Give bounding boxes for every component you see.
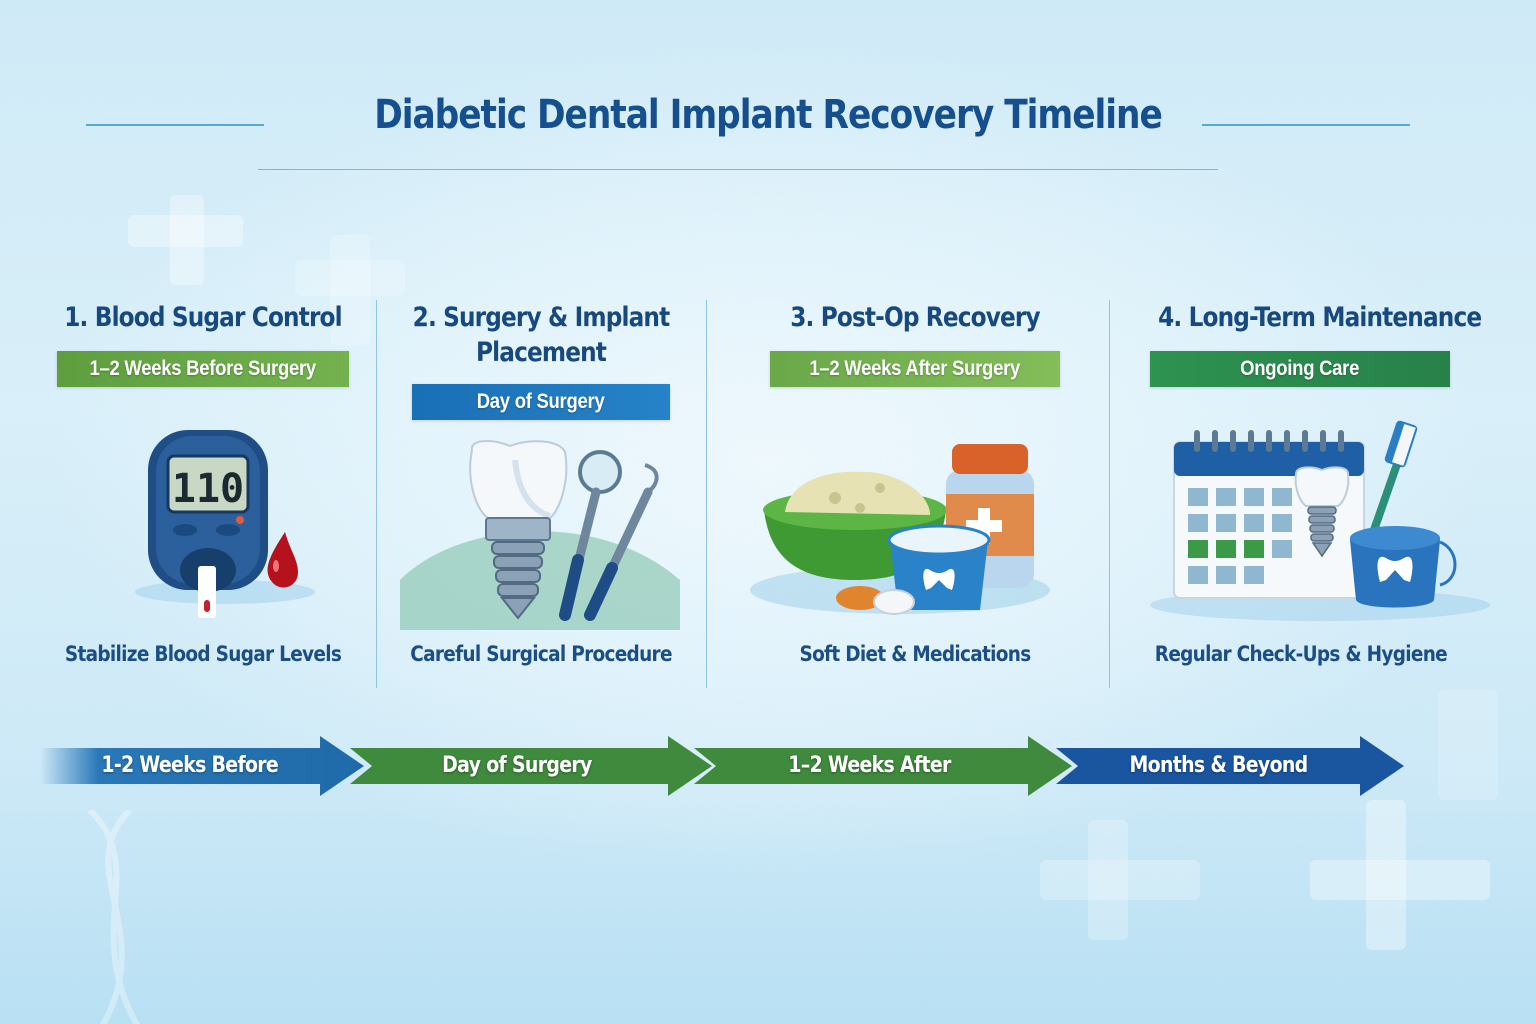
title-rule-left	[86, 124, 264, 126]
stage-heading-line-2: Placement	[476, 337, 607, 368]
page-title: Diabetic Dental Implant Recovery Timelin…	[374, 92, 1163, 138]
timeline-arrow-weeks-after: 1–2 Weeks After	[694, 736, 1072, 796]
stage-post-op-recovery: 3. Post-Op Recovery 1–2 Weeks After Surg…	[750, 300, 1080, 700]
stage-description: Soft Diet & Medications	[799, 642, 1031, 666]
soft-diet-medication-icon	[750, 444, 1050, 615]
stage-heading: 3. Post-Op Recovery	[790, 302, 1040, 333]
stage-description: Stabilize Blood Sugar Levels	[64, 642, 342, 666]
svg-text:110: 110	[172, 466, 244, 512]
stage-timing-badge: 1–2 Weeks After Surgery	[770, 351, 1060, 387]
stage-heading-line-1: 2. Surgery & Implant	[412, 302, 671, 333]
timeline-arrow-day-of-surgery: Day of Surgery	[350, 736, 712, 796]
stage-long-term-maintenance: 4. Long-Term Maintenance Ongoing Care Re…	[1135, 300, 1482, 700]
stage-timing-badge: 1–2 Weeks Before Surgery	[57, 351, 349, 387]
stage-blood-sugar-control: 1. Blood Sugar Control 1–2 Weeks Before …	[38, 300, 368, 700]
column-divider	[1109, 300, 1110, 688]
glucose-meter-icon: 110	[135, 430, 315, 618]
stage-heading: 4. Long-Term Maintenance	[1158, 302, 1482, 333]
column-divider	[376, 300, 377, 688]
stage-timing-badge: Day of Surgery	[412, 384, 670, 420]
column-divider	[706, 300, 707, 688]
stage-description: Careful Surgical Procedure	[410, 642, 672, 666]
stage-heading: 1. Blood Sugar Control	[64, 302, 342, 333]
title-header: Diabetic Dental Implant Recovery Timelin…	[0, 92, 1536, 170]
title-rule-right	[1202, 124, 1410, 126]
stage-surgery-implant-placement: 2. Surgery & Implant Placement Day of Su…	[376, 300, 706, 700]
title-underline	[258, 169, 1218, 170]
dental-implant-tools-icon	[400, 440, 680, 630]
timeline-arrow-before: 1-2 Weeks Before	[40, 736, 364, 796]
stage-description: Regular Check-Ups & Hygiene	[1154, 642, 1448, 666]
calendar-hygiene-icon	[1150, 420, 1490, 621]
stage-timing-badge: Ongoing Care	[1150, 351, 1450, 387]
timeline-arrows: 1-2 Weeks Before Day of Surgery 1–2 Week…	[0, 736, 1536, 800]
timeline-arrow-months-beyond: Months & Beyond	[1056, 736, 1404, 796]
